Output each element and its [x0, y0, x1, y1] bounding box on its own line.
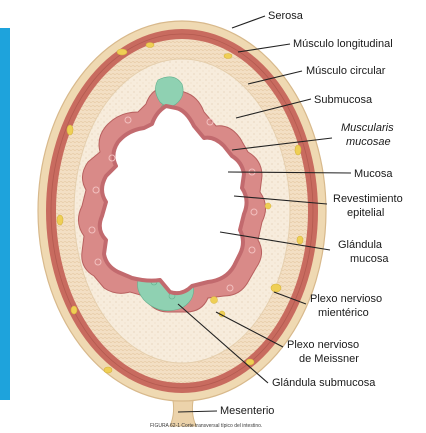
- label-submucosa: Submucosa: [314, 94, 373, 106]
- label-glandula-submucosa: Glándula submucosa: [272, 377, 376, 389]
- label-plexo-mienterico-line2: mientérico: [318, 307, 369, 319]
- label-plexo-meissner-line2: de Meissner: [299, 353, 359, 365]
- label-glandula-mucosa-line2: mucosa: [350, 253, 389, 265]
- accent-bar: [0, 28, 10, 400]
- label-mesenterio: Mesenterio: [220, 405, 274, 417]
- label-revestimiento-line1: Revestimiento: [333, 193, 403, 205]
- label-revestimiento-line2: epitelial: [347, 207, 384, 219]
- label-plexo-meissner-line1: Plexo nervioso: [287, 339, 359, 351]
- label-serosa: Serosa: [268, 10, 304, 22]
- label-muscularis-mucosae-line2: mucosae: [346, 136, 391, 148]
- label-musculo-circular: Músculo circular: [306, 65, 386, 77]
- label-glandula-mucosa-line1: Glándula: [338, 239, 383, 251]
- label-musculo-longitudinal: Músculo longitudinal: [293, 38, 393, 50]
- figure-caption: FIGURA 62-1 Corte transversal típico del…: [150, 423, 262, 429]
- label-plexo-mienterico-line1: Plexo nervioso: [310, 293, 382, 305]
- label-mucosa: Mucosa: [354, 168, 393, 180]
- label-muscularis-mucosae-line1: Muscularis: [341, 122, 394, 134]
